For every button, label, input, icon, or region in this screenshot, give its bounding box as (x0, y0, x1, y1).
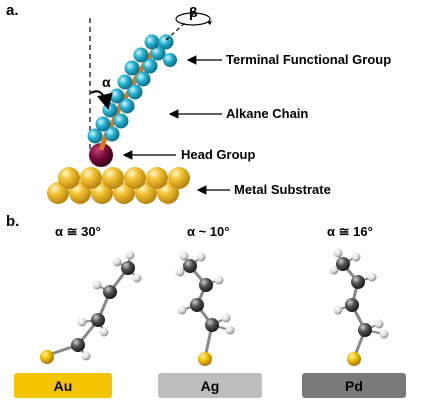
terminal-group-atoms (133, 34, 177, 67)
pd-substrate-bar: Pd (302, 373, 406, 398)
pd-molecule (329, 248, 389, 366)
alpha-label: α (102, 74, 111, 90)
au-molecule (40, 250, 142, 364)
metal-substrate (47, 167, 190, 204)
ag-substrate-bar: Ag (158, 373, 262, 398)
ag-angle-label: α ~ 10° (187, 224, 230, 239)
alkane-chain-label: Alkane Chain (226, 106, 309, 121)
ag-substrate-label: Ag (200, 377, 220, 394)
alkane-chain-atoms (87, 58, 158, 144)
au-substrate-label: Au (53, 377, 73, 394)
au-angle-label: α ≅ 30° (55, 224, 101, 239)
panel-b-label: b. (6, 213, 20, 230)
alpha-tilt-arrow (90, 90, 113, 110)
pd-angle-label: α ≅ 16° (327, 224, 373, 239)
ag-molecule (175, 251, 235, 366)
pd-substrate-label: Pd (345, 377, 363, 394)
head-group-label: Head Group (181, 147, 256, 162)
molecular-axis-line (165, 21, 187, 41)
beta-label: β (189, 4, 198, 20)
au-substrate-bar: Au (14, 373, 112, 398)
panel-a-label: a. (6, 2, 19, 19)
head-group-atom (89, 143, 113, 167)
metal-substrate-label: Metal Substrate (234, 182, 331, 197)
beta-rotation-arrow (175, 12, 211, 26)
terminal-functional-group-label: Terminal Functional Group (226, 52, 392, 67)
